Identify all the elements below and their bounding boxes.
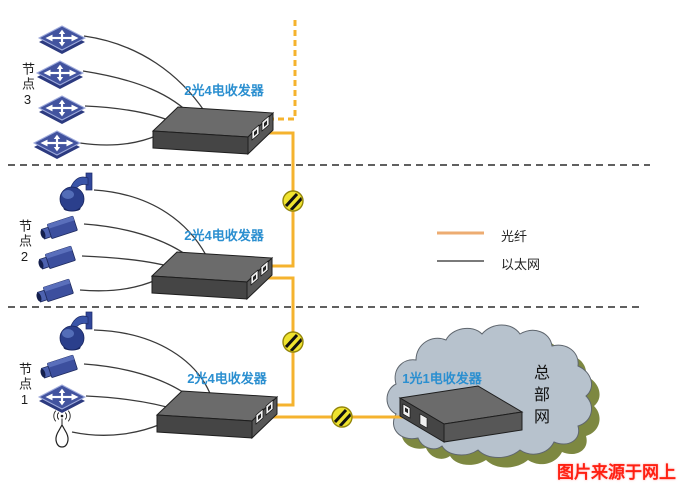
network-switch-icon [36,60,84,90]
node2-label: 节点2 [17,219,32,266]
network-switch-icon [38,25,86,55]
box-camera-icon [33,278,74,306]
fiber-splice-icon [332,407,352,427]
headquarters-cloud-label: 总部网 [531,364,548,430]
node1-label: 节点1 [17,362,32,409]
fiber-splice-icon [283,332,303,352]
wireless-antenna-icon [53,410,71,448]
transceiver-node3 [152,106,274,155]
box-camera-icon [37,215,78,243]
dome-camera-icon [59,311,93,351]
node3-label: 节点3 [20,62,35,109]
transceiver-node1 [156,390,278,439]
transceiver-node1-label: 2光4电收发器 [187,371,267,386]
box-camera-icon [35,245,76,273]
fiber-trunk [255,20,406,419]
transceiver-node2 [151,251,273,300]
fiber-dashed-uplink [270,20,297,121]
image-source-caption: 图片来源于网上 [557,463,676,482]
transceiver-node3-label: 2光4电收发器 [184,83,264,98]
box-camera-icon [37,354,78,382]
network-switch-icon [38,95,86,125]
transceiver-hq-label: 1光1电收发器 [402,371,482,386]
fiber-splice-icon [283,191,303,211]
network-switch-icon [38,384,86,414]
legend-ethernet-label: 以太网 [501,257,541,272]
legend-fiber-label: 光纤 [501,229,528,244]
dome-camera-icon [59,172,93,212]
network-switch-icon [33,130,81,160]
transceiver-node2-label: 2光4电收发器 [184,228,264,243]
transceiver-hq [398,385,524,443]
cloud-shape [386,324,593,458]
